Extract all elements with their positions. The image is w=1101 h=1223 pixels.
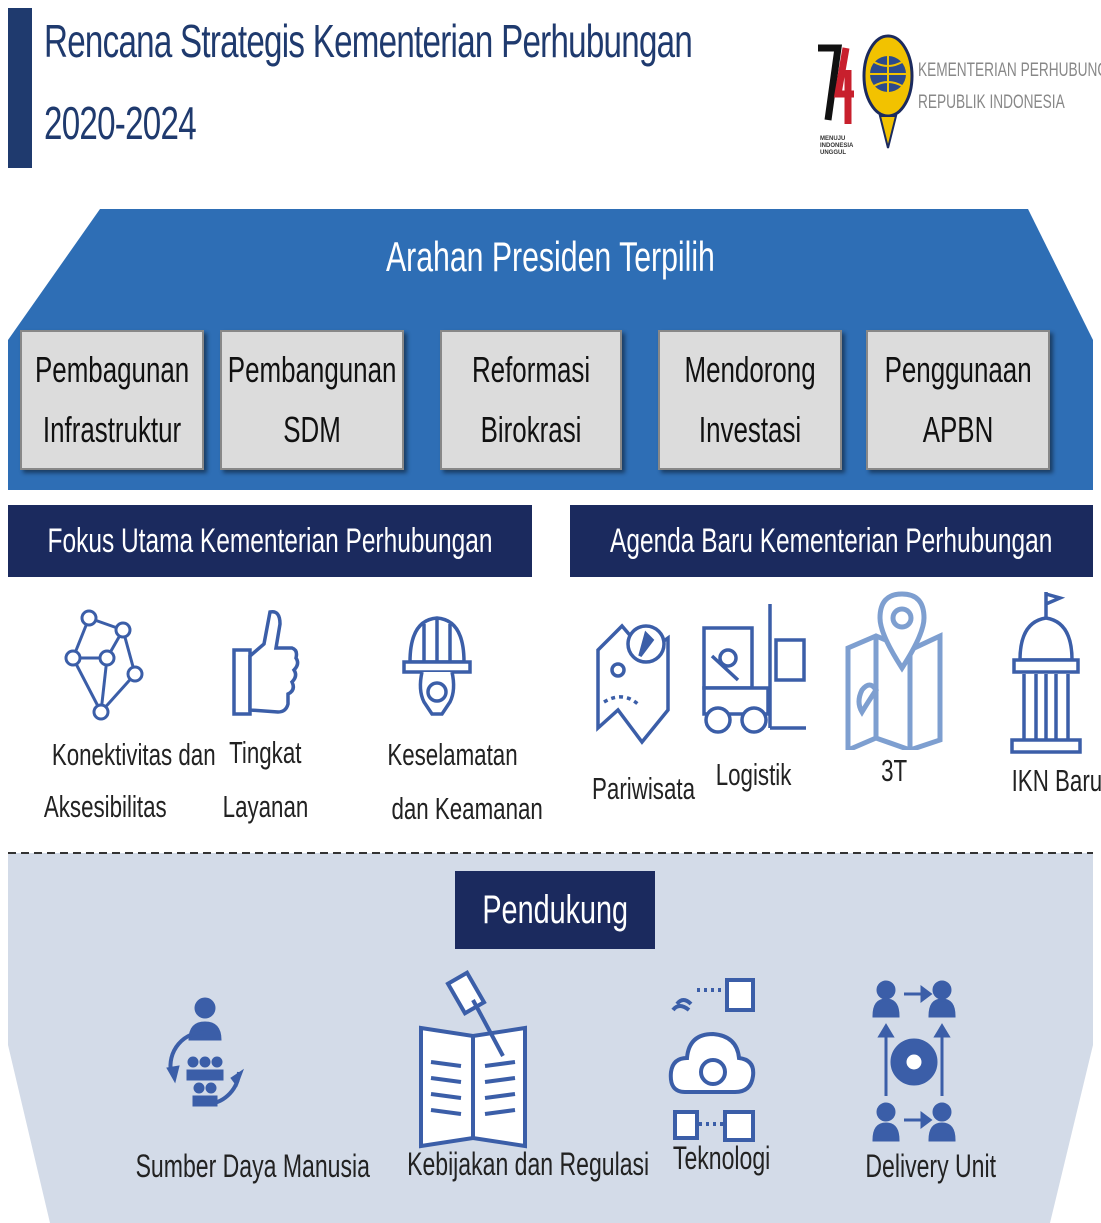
map-pin-icon — [845, 591, 943, 750]
capitol-building-icon — [1010, 592, 1082, 754]
item-label: 3T — [880, 753, 908, 788]
pendukung-title: Pendukung — [455, 871, 655, 949]
pendukung-item-sdm: Sumber Daya Manusia — [90, 992, 370, 1185]
arahan-box-infrastruktur: Pembagunan Infrastruktur — [20, 330, 204, 470]
box-line2: APBN — [922, 409, 994, 450]
cloud-gear-icon — [668, 978, 756, 1142]
box-line2: Infrastruktur — [42, 409, 182, 450]
map-compass-icon — [596, 623, 670, 745]
box-line1: Mendorong — [684, 349, 816, 390]
box-line1: Pembagunan — [34, 349, 190, 390]
ministry-name: KEMENTERIAN PERHUBUNGAN — [918, 60, 1101, 81]
logo-74-number — [816, 40, 856, 144]
page-title: Rencana Strategis Kementerian Perhubunga… — [44, 15, 693, 67]
fokus-item-konektivitas: Konektivitas dan Aksesibilitas — [20, 600, 216, 834]
item-label-line2: dan Keamanan — [391, 791, 543, 826]
pendukung-item-delivery: Delivery Unit — [840, 978, 996, 1185]
gavel-book-icon — [419, 970, 527, 1149]
team-gear-icon — [872, 980, 956, 1142]
pendukung-item-kebijakan: Kebijakan dan Regulasi — [360, 970, 650, 1183]
box-line2: Investasi — [698, 409, 802, 450]
box-line2: SDM — [283, 409, 341, 450]
fokus-item-layanan: Tingkat Layanan — [200, 604, 330, 834]
arahan-title: Arahan Presiden Terpilih — [386, 233, 715, 280]
arahan-box-sdm: Pembangunan SDM — [220, 330, 404, 470]
pendukung-item-teknologi: Teknologi — [654, 974, 770, 1177]
agenda-section-header: Agenda Baru Kementerian Perhubungan — [570, 505, 1093, 577]
item-label-line2: Aksesibilitas — [43, 789, 167, 824]
fokus-item-keselamatan: Keselamatan dan Keamanan — [362, 610, 543, 836]
support-label: Delivery Unit — [865, 1148, 996, 1184]
box-line1: Reformasi — [471, 349, 591, 390]
helmet-gear-icon — [402, 616, 472, 716]
title-accent-bar — [8, 8, 32, 168]
ministry-emblem-icon — [862, 34, 914, 149]
page-title-years: 2020-2024 — [44, 97, 197, 149]
item-label-line1: Konektivitas dan — [51, 737, 216, 772]
box-line1: Pembangunan — [227, 349, 397, 390]
item-label-line2: Layanan — [222, 789, 308, 824]
fokus-section-header: Fokus Utama Kementerian Perhubungan — [8, 505, 532, 577]
support-label: Teknologi — [672, 1140, 771, 1176]
agenda-item-ikn: IKN Baru — [994, 590, 1101, 808]
item-label-line1: Tingkat — [228, 735, 302, 770]
item-label-line1: Keselamatan — [387, 737, 518, 772]
logo-74-tagline: MENUJU INDONESIA UNGGUL — [820, 136, 854, 156]
thumbs-up-icon — [232, 610, 300, 716]
box-line2: Birokrasi — [480, 409, 582, 450]
agenda-item-logistik: Logistik — [690, 596, 818, 802]
ministry-country: REPUBLIK INDONESIA — [918, 92, 1065, 113]
agenda-item-3t: 3T — [844, 590, 944, 798]
box-line1: Penggunaan — [884, 349, 1032, 390]
people-cycle-icon — [166, 997, 245, 1107]
forklift-icon — [702, 604, 806, 734]
network-icon — [64, 609, 144, 721]
support-label: Kebijakan dan Regulasi — [407, 1146, 650, 1182]
arahan-box-investasi: Mendorong Investasi — [658, 330, 842, 470]
anniversary-74-logo: MENUJU INDONESIA UNGGUL — [816, 40, 856, 174]
item-label: IKN Baru — [1011, 763, 1101, 798]
arahan-box-birokrasi: Reformasi Birokrasi — [440, 330, 622, 470]
agenda-item-pariwisata: Pariwisata — [572, 610, 695, 816]
support-label: Sumber Daya Manusia — [135, 1148, 370, 1184]
item-label: Logistik — [716, 757, 792, 792]
arahan-box-apbn: Penggunaan APBN — [866, 330, 1050, 470]
item-label: Pariwisata — [592, 771, 695, 806]
